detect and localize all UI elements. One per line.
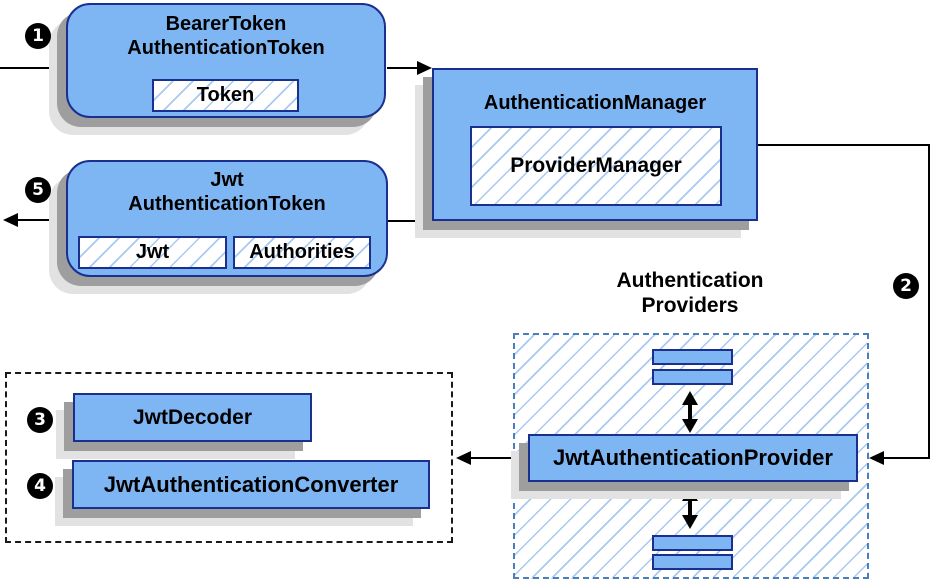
jwt-authentication-provider-label: JwtAuthenticationProvider — [553, 445, 833, 470]
step-3-badge: 3 — [27, 407, 53, 433]
jwt-authentication-converter-label: JwtAuthenticationConverter — [103, 471, 399, 497]
step-4-badge: 4 — [27, 473, 53, 499]
provider-placeholder-bar-bottom-2 — [652, 554, 733, 570]
jwt-authentication-provider-box: JwtAuthenticationProvider — [528, 434, 858, 482]
token-field-label: Token — [196, 84, 255, 106]
step-3-number: 3 — [34, 410, 46, 430]
step-2-number: 2 — [900, 276, 912, 296]
authorities-field: Authorities — [233, 236, 371, 269]
provider-placeholder-bar-top-2 — [652, 369, 733, 385]
token-field: Token — [152, 79, 299, 112]
step-5-badge: 5 — [25, 177, 51, 203]
authentication-providers-title: Authentication Providers — [565, 268, 815, 318]
authorities-field-label: Authorities — [249, 241, 355, 263]
jwt-authentication-converter-box: JwtAuthenticationConverter — [72, 460, 430, 509]
jwt-decoder-label: JwtDecoder — [132, 405, 253, 429]
arrow-token-to-authentication-manager — [387, 61, 432, 75]
bearer-token-title: BearerToken AuthenticationToken — [68, 12, 384, 60]
bearer-token-title-line1: BearerToken — [165, 13, 287, 35]
step-5-number: 5 — [32, 180, 44, 200]
authentication-manager-title: AuthenticationManager — [483, 92, 707, 114]
jwt-token-title: Jwt AuthenticationToken — [68, 168, 386, 216]
step-1-number: 1 — [32, 26, 44, 46]
step-1-badge: 1 — [25, 23, 51, 49]
jwt-field-label: Jwt — [135, 241, 170, 263]
provider-manager-box: ProviderManager — [470, 126, 722, 206]
authentication-providers-title-line2: Providers — [641, 294, 739, 317]
provider-placeholder-bar-bottom-1 — [652, 535, 733, 551]
step-2-badge: 2 — [893, 273, 919, 299]
jwt-token-title-line1: Jwt — [210, 169, 244, 191]
arrow-jwt-token-outgoing — [3, 213, 67, 227]
jwt-token-title-line2: AuthenticationToken — [128, 193, 326, 215]
bearer-token-title-line2: AuthenticationToken — [127, 37, 325, 59]
jwt-field: Jwt — [78, 236, 227, 269]
provider-placeholder-bar-top-1 — [652, 349, 733, 365]
authentication-providers-title-line1: Authentication — [616, 269, 764, 292]
jwt-decoder-box: JwtDecoder — [73, 393, 312, 442]
provider-manager-label: ProviderManager — [510, 154, 682, 177]
step-4-number: 4 — [34, 476, 46, 496]
